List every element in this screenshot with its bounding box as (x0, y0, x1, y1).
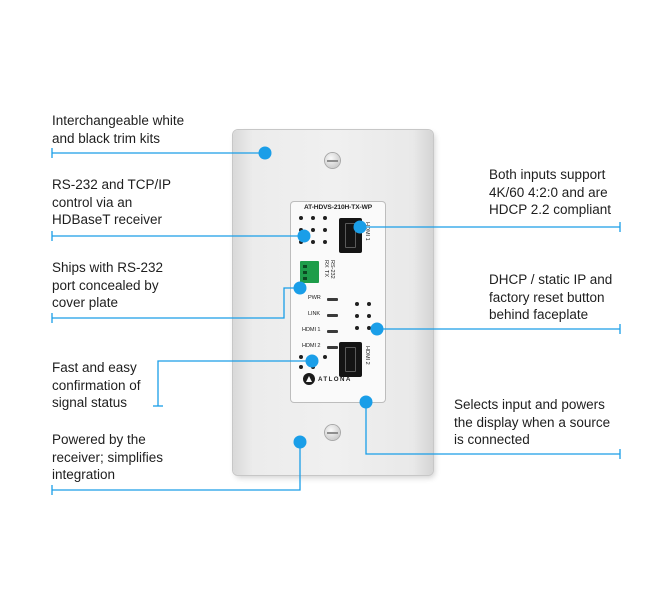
vent-hole-icon (367, 302, 371, 306)
vent-hole-icon (299, 240, 303, 244)
hdmi-2-led-label: HDMI 2 (302, 343, 321, 349)
vent-hole-icon (355, 302, 359, 306)
vent-hole-icon (311, 240, 315, 244)
callout-line: RS-232 and TCP/IP (52, 177, 172, 192)
callout-line: Interchangeable white (52, 113, 185, 128)
rs232-terminal-block (300, 261, 319, 283)
pwr-led (327, 298, 338, 301)
callout-line: is connected (454, 432, 530, 447)
callout-line: Powered by the (52, 432, 146, 447)
vent-hole-icon (323, 228, 327, 232)
callout-line: control via an (52, 194, 133, 210)
hdmi-2-led (327, 346, 338, 349)
hdmi-2-port (339, 342, 362, 377)
atlona-logo-icon (303, 373, 315, 385)
hdmi-1-led-label: HDMI 1 (302, 327, 321, 333)
top-screw-icon (325, 153, 340, 168)
vent-hole-icon (355, 314, 359, 318)
callout-line: integration (52, 467, 116, 482)
callout-dhcp: DHCP / static IP and factory reset butto… (489, 271, 612, 324)
hdmi-2-port-label: HDMI 2 (364, 346, 370, 365)
hdmi-1-port (339, 218, 362, 253)
callout-rs232-control: RS-232 and TCP/IP control via an HDBaseT… (52, 176, 171, 229)
callout-auto-switch: Selects input and powers the display whe… (454, 396, 610, 449)
bottom-screw-icon (325, 425, 340, 440)
callout-line: signal status (52, 395, 128, 410)
vent-hole-icon (323, 216, 327, 220)
hdmi-1-led (327, 330, 338, 333)
vent-hole-icon (299, 228, 303, 232)
vent-hole-icon (323, 355, 327, 359)
link-led-label: LINK (308, 311, 321, 317)
callout-line: cover plate (52, 295, 119, 310)
callout-powered: Powered by the receiver; simplifies inte… (52, 431, 163, 484)
callout-line: receiver; simplifies (52, 449, 164, 465)
callout-line: confirmation of (52, 377, 141, 393)
callout-trim-kits: Interchangeable white and black trim kit… (52, 112, 184, 147)
callout-line: factory reset button (489, 289, 605, 305)
callout-line: HDBaseT receiver (52, 212, 163, 227)
callout-inputs: Both inputs support 4K/60 4:2:0 and are … (489, 166, 611, 219)
wall-plate: AT-HDVS-210H-TX-WP HDMI 1 RS-232 RX TX P… (233, 130, 433, 475)
vent-hole-icon (367, 314, 371, 318)
vent-hole-icon (299, 355, 303, 359)
vent-hole-icon (299, 365, 303, 369)
vent-hole-icon (299, 216, 303, 220)
rx-label: RX (323, 260, 329, 268)
link-led (327, 314, 338, 317)
vent-hole-icon (311, 355, 315, 359)
tx-label: TX (323, 270, 329, 278)
callout-line: Both inputs support (489, 167, 606, 182)
callout-line: and black trim kits (52, 130, 161, 146)
callout-line: the display when a source (454, 414, 611, 430)
vent-hole-icon (323, 240, 327, 244)
callout-line: behind faceplate (489, 307, 589, 322)
callout-line: HDCP 2.2 compliant (489, 202, 612, 217)
callout-line: Selects input and powers (454, 397, 605, 412)
faceplate: AT-HDVS-210H-TX-WP HDMI 1 RS-232 RX TX P… (291, 202, 385, 402)
vent-hole-icon (355, 326, 359, 330)
callout-signal-status: Fast and easy confirmation of signal sta… (52, 359, 141, 412)
vent-hole-icon (311, 216, 315, 220)
rs232-label: RS-232 (329, 260, 335, 279)
callout-rs232-port: Ships with RS-232 port concealed by cove… (52, 259, 163, 312)
callout-line: DHCP / static IP and (489, 272, 613, 287)
callout-line: Fast and easy (52, 360, 137, 375)
callout-line: Ships with RS-232 (52, 260, 164, 275)
brand-logo-text: ATLONA (318, 376, 352, 383)
vent-hole-icon (311, 365, 315, 369)
vent-hole-icon (367, 326, 371, 330)
model-label: AT-HDVS-210H-TX-WP (303, 204, 373, 211)
pwr-led-label: PWR (308, 295, 321, 301)
callout-line: 4K/60 4:2:0 and are (489, 184, 608, 200)
vent-hole-icon (311, 228, 315, 232)
callout-line: port concealed by (52, 277, 159, 293)
hdmi-1-port-label: HDMI 1 (364, 222, 370, 241)
